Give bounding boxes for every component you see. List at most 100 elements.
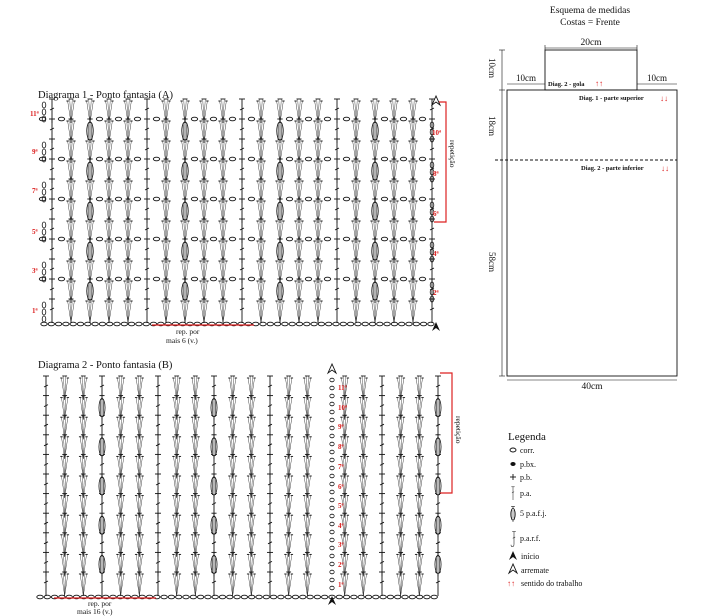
chain-stitch <box>299 594 307 600</box>
chain-stitch <box>354 321 362 327</box>
dc-stitch <box>210 375 218 401</box>
fan-stitch <box>414 375 425 401</box>
chain-stitch <box>399 236 408 242</box>
chain-stitch <box>306 594 314 600</box>
chain-stitch <box>277 594 285 600</box>
fan-stitch <box>274 98 286 124</box>
chain-stitch <box>133 156 142 162</box>
legend: Legenda corr. p.bx. p.b. p.a. 5 p.a.f.j.… <box>507 431 582 588</box>
finish-icon <box>431 95 441 106</box>
d1-row-label: 4ª <box>433 250 440 258</box>
chain-stitch <box>228 156 237 162</box>
chain-stitch <box>95 236 104 242</box>
chain-stitch <box>317 321 326 327</box>
chain-stitch <box>135 321 143 327</box>
chain-stitch <box>342 236 351 242</box>
chain-stitch <box>401 594 409 600</box>
d2-repeat-label: repetição <box>454 416 463 444</box>
chain-stitch <box>329 433 335 439</box>
finish-icon <box>327 363 337 374</box>
chain-stitch <box>329 545 335 551</box>
chain-stitch <box>291 594 300 600</box>
chain-stitch <box>329 537 335 543</box>
chain-stitch <box>36 594 44 600</box>
fan-stitch <box>369 98 381 124</box>
legend-label: p.bx. <box>520 460 536 469</box>
label-upper: Diag. 1 - parte superior <box>579 95 644 102</box>
d2-repeat-text: rep. por <box>88 599 112 608</box>
d2-row-label: 3ª <box>338 541 345 549</box>
d2-row-label: 9ª <box>338 423 345 431</box>
d2-row-label: 7ª <box>338 463 345 471</box>
chain-stitch <box>142 321 150 327</box>
dc-stitch <box>98 375 106 401</box>
fan-stitch <box>65 98 77 124</box>
chain-stitch <box>190 156 199 162</box>
single-crochet-icon <box>510 474 516 480</box>
chain-stitch <box>399 196 408 202</box>
dim-neck-height: 10cm <box>487 58 497 78</box>
d2-row-label: 5ª <box>338 502 345 510</box>
fan-stitch <box>227 375 238 401</box>
chain-icon <box>509 447 517 453</box>
five-dc-cluster-icon <box>510 506 516 523</box>
d2-row-label: 10ª <box>338 404 348 412</box>
chain-stitch <box>342 116 351 122</box>
chain-stitch <box>380 196 389 202</box>
d2-repeat-bracket <box>440 372 453 494</box>
chain-stitch <box>329 505 335 511</box>
chain-stitch <box>95 156 104 162</box>
fan-stitch <box>217 98 229 124</box>
fan-stitch <box>312 98 324 124</box>
d1-row-label: 8ª <box>433 170 440 178</box>
d2-row-label: 2ª <box>338 561 345 569</box>
chain-stitch <box>152 196 161 202</box>
chain-stitch <box>329 529 335 535</box>
dc-stitch <box>378 375 386 401</box>
chain-stitch <box>329 449 335 455</box>
chain-stitch <box>376 321 384 327</box>
schematic-title: Esquema de medidas <box>550 6 631 16</box>
chain-stitch <box>379 594 387 600</box>
chain-stitch <box>329 441 335 447</box>
d2-row-label: 4ª <box>338 522 345 530</box>
chain-stitch <box>247 236 256 242</box>
chain-stitch <box>152 116 161 122</box>
chain-stitch <box>190 236 199 242</box>
chain-stitch <box>190 196 199 202</box>
chain-stitch <box>95 276 104 282</box>
chain-stitch <box>106 321 114 327</box>
dim-lower: 58cm <box>487 252 497 272</box>
fan-stitch <box>134 375 145 401</box>
chain-stitch <box>247 196 256 202</box>
chain-stitch <box>255 594 263 600</box>
chain-stitch <box>285 276 294 282</box>
fan-stitch <box>179 98 191 124</box>
chain-stitch <box>342 196 351 202</box>
chain-stitch <box>313 594 322 600</box>
fan-stitch <box>190 375 201 401</box>
chain-stitch <box>346 321 355 327</box>
chain-stitch <box>380 156 389 162</box>
chain-stitch <box>323 236 332 242</box>
fan-stitch <box>84 98 96 124</box>
d2-row-label: 8ª <box>338 443 345 451</box>
chain-stitch <box>329 457 335 463</box>
chain-stitch <box>228 236 237 242</box>
chain-stitch <box>430 594 438 600</box>
fan-stitch <box>395 375 406 401</box>
chain-stitch <box>329 577 335 583</box>
d1-row-label: 9ª <box>32 148 39 156</box>
fan-stitch <box>388 98 400 124</box>
chain-stitch <box>323 116 332 122</box>
chain-stitch <box>284 594 292 600</box>
chain-stitch <box>133 116 142 122</box>
chain-stitch <box>190 276 199 282</box>
chain-stitch <box>211 594 219 600</box>
chain-stitch <box>98 321 107 327</box>
dc-stitch <box>434 375 442 401</box>
chain-stitch <box>113 321 121 327</box>
chain-stitch <box>57 116 66 122</box>
chain-stitch <box>329 385 335 391</box>
